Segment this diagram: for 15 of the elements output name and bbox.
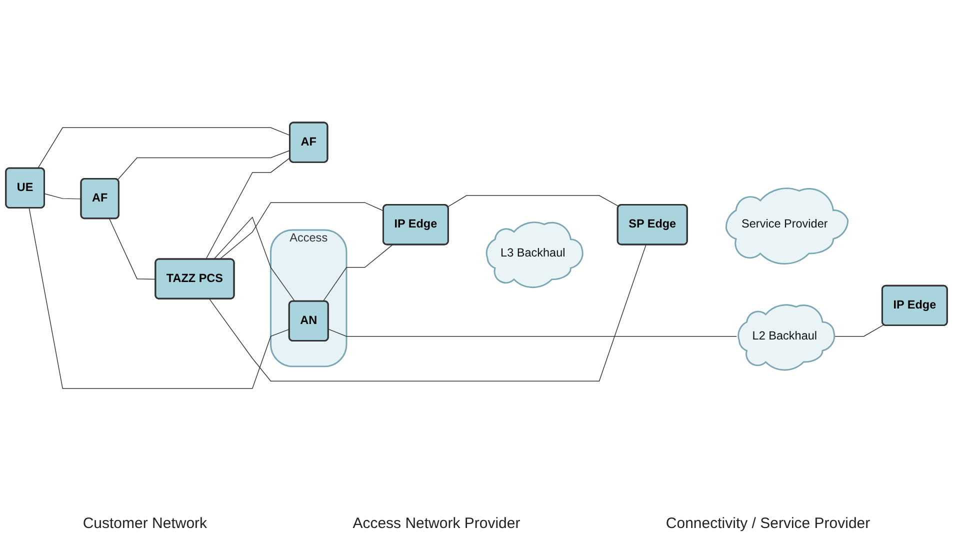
zone-label: Customer Network [82,515,208,532]
connector [219,202,384,260]
connector [117,150,290,180]
connector [205,157,290,260]
zone-label: Connectivity / Service Provider [666,515,870,532]
connector [44,193,82,200]
connector [448,195,620,208]
connector [28,208,290,389]
connector [213,216,296,302]
connector [37,127,290,169]
connector [209,244,646,382]
zone-label: Access Network Provider [352,515,520,532]
connector [322,244,393,302]
connector [328,328,738,337]
connector [109,218,156,280]
